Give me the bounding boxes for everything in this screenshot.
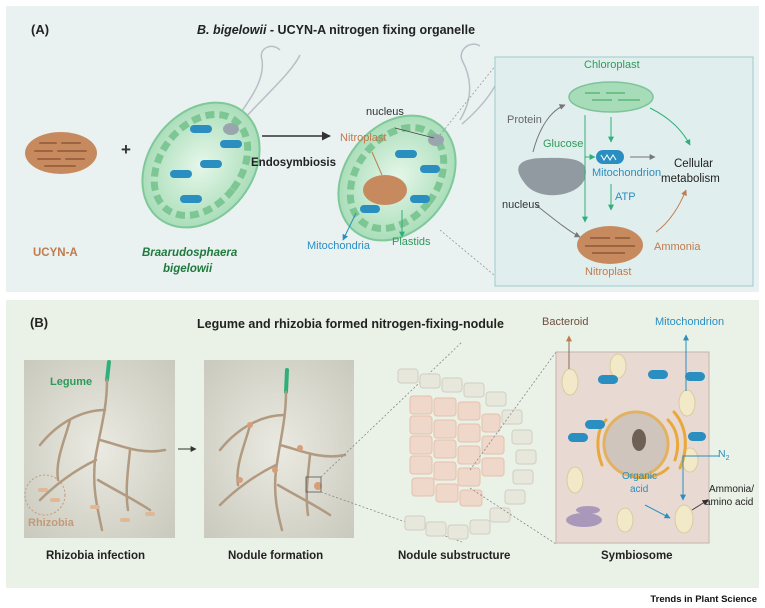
- braarudosphaera-label: Braarudosphaera: [142, 247, 238, 259]
- organic-label: Organic: [622, 471, 658, 482]
- panel-b-tag: (B): [30, 315, 49, 330]
- cellular-label: Cellular: [674, 158, 713, 170]
- symbiosome-image: [555, 334, 719, 544]
- nucleus-top-label: nucleus: [366, 106, 404, 118]
- acid-label: acid: [630, 484, 649, 495]
- nucleus-shape: [518, 157, 586, 196]
- nitroplast-cell-label: Nitroplast: [340, 132, 387, 144]
- n2-n: N: [718, 448, 726, 460]
- panel-a-title: B. bigelowii - UCYN-A nitrogen fixing or…: [197, 23, 475, 37]
- nucleus-inset-label: nucleus: [502, 199, 540, 211]
- n2-subscript: 2: [725, 455, 730, 463]
- nodule-infected-cells: [409, 395, 505, 507]
- caption-nodule-substructure: Nodule substructure: [398, 550, 511, 562]
- protein-label: Protein: [507, 114, 542, 126]
- legume-label: Legume: [50, 376, 93, 388]
- caption-symbiosome: Symbiosome: [601, 550, 673, 562]
- ammonia-inset-label: Ammonia: [654, 241, 701, 253]
- panel-a-title-rest: - UCYN-A nitrogen fixing organelle: [266, 23, 476, 37]
- ammonia-b-label: Ammonia/: [709, 484, 755, 495]
- rhizobia-infection-image: [24, 360, 175, 538]
- mitochondrion-icon: [596, 150, 624, 164]
- chloroplast: [568, 81, 654, 113]
- nitroplast-shape: [577, 226, 643, 264]
- metabolism-label: metabolism: [661, 173, 720, 185]
- bacteroid-label: Bacteroid: [542, 316, 589, 328]
- nitroplast-inset-label: Nitroplast: [585, 266, 632, 278]
- caption-nodule-formation: Nodule formation: [228, 550, 324, 562]
- panel-b-title: Legume and rhizobia formed nitrogen-fixi…: [197, 317, 504, 331]
- panel-a-title-italic: B. bigelowii: [197, 23, 267, 37]
- mitochondrion-b-label: Mitochondrion: [655, 316, 725, 328]
- glucose-label: Glucose: [543, 138, 584, 150]
- endosymbiosis-label: Endosymbiosis: [251, 157, 336, 169]
- nodule-formation-image: [204, 360, 354, 538]
- ucyn-a-label: UCYN-A: [33, 247, 78, 259]
- atp-label: ATP: [615, 191, 636, 203]
- mitochondria-label: Mitochondria: [307, 240, 370, 252]
- amino-acid-label: amino acid: [705, 497, 754, 508]
- nodule-substructure-image: [397, 368, 537, 540]
- braarudosphaera-cell: [141, 45, 301, 229]
- plastids-label: Plastids: [392, 236, 431, 248]
- ucyn-a-cell: [25, 132, 97, 174]
- mitochondrion-inset-label: Mitochondrion: [592, 167, 662, 179]
- endosymbiont-cell: [337, 43, 506, 242]
- bigelowii-label: bigelowii: [163, 263, 213, 275]
- rhizobia-label: Rhizobia: [28, 517, 74, 529]
- caption-rhizobia-infection: Rhizobia infection: [46, 550, 146, 562]
- n2-label: N2: [718, 448, 730, 462]
- plus-sign: +: [121, 140, 131, 159]
- panel-a-tag: (A): [31, 22, 50, 37]
- journal-brand: Trends in Plant Science: [650, 594, 757, 605]
- chloroplast-label: Chloroplast: [584, 59, 640, 71]
